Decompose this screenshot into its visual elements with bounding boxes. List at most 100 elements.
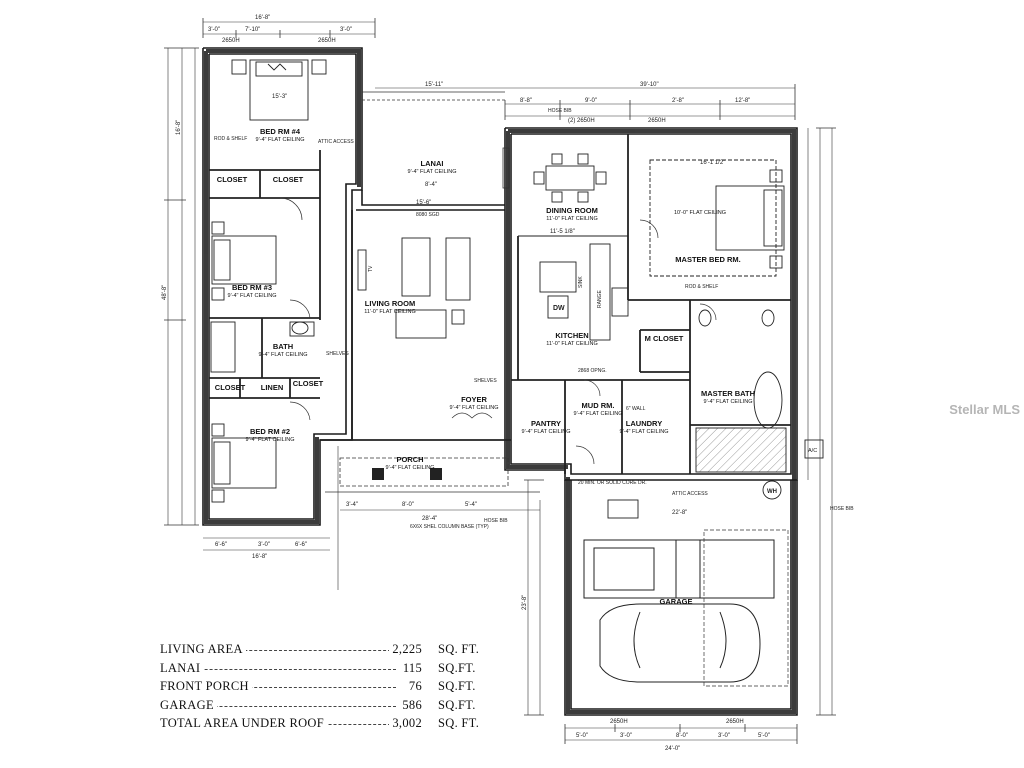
room-ceiling: 9'-4" FLAT CEILING <box>227 292 277 299</box>
bath-fixtures <box>210 309 787 473</box>
dim-right-b: 9'-0" <box>585 98 597 104</box>
room-ceiling: 9'-4" FLAT CEILING <box>407 168 457 175</box>
note-rod-shelf-1: ROD & SHELF <box>214 136 247 142</box>
room-name: BATH <box>272 342 294 351</box>
dim-right-a: 8'-8" <box>520 98 532 104</box>
dim-garage-depth: 23'-8" <box>522 595 528 610</box>
dim-top-left-total: 16'-8" <box>255 15 270 21</box>
dining-table <box>533 153 607 203</box>
note-attic-access: ATTIC ACCESS <box>318 139 354 145</box>
room-pantry: PANTRY 9'-4" FLAT CEILING <box>521 419 571 435</box>
dim-master-width: 16'-1 1/2" <box>700 160 725 166</box>
area-value: 115 <box>399 660 422 676</box>
room-name: MUD RM. <box>581 401 615 410</box>
area-unit: SQ.FT. <box>438 679 476 693</box>
room-ceiling: 9'-4" FLAT CEILING <box>245 436 295 443</box>
room-ceiling: 10'-0" FLAT CEILING <box>673 210 727 216</box>
note-hose-bib-1: HOSE BIB <box>548 108 572 114</box>
room-porch: PORCH 9'-4" FLAT CEILING <box>386 455 435 471</box>
porch-outline <box>325 457 540 493</box>
note-tv: TV <box>368 265 374 272</box>
room-bed-2: BED RM #2 9'-4" FLAT CEILING <box>245 427 295 443</box>
room-name: LANAI <box>420 159 444 168</box>
room-ceiling: 9'-4" FLAT CEILING <box>619 428 669 435</box>
dim-dining-width: 11'-5 1/8" <box>550 229 575 235</box>
room-laundry: LAUNDRY 9'-4" FLAT CEILING <box>619 419 669 435</box>
room-living: LIVING ROOM 11'-0" FLAT CEILING <box>364 299 416 315</box>
room-kitchen: KITCHEN 11'-0" FLAT CEILING <box>546 331 598 347</box>
dim-top-left-c: 3'-0" <box>340 27 352 33</box>
area-unit: SQ.FT. <box>438 697 476 712</box>
area-leader <box>160 687 396 688</box>
room-bed-4: BED RM #4 9'-4" FLAT CEILING <box>255 127 305 143</box>
lanai-outline <box>362 91 510 189</box>
room-name: MASTER BATH <box>700 389 756 398</box>
dim-bottom-left-c: 6'-6" <box>295 542 307 548</box>
note-range: RANGE <box>597 290 603 308</box>
dim-left-vert-total: 48'-8" <box>162 285 168 300</box>
notes-text: ATTIC ACCESS ATTIC ACCESS HOSE BIB HOSE … <box>214 108 854 530</box>
note-shelves-1: SHELVES <box>326 351 349 357</box>
room-dining: DINING ROOM 11'-0" FLAT CEILING <box>546 206 598 222</box>
garage-car <box>599 603 761 683</box>
note-dw: DW <box>553 305 565 312</box>
room-name: PANTRY <box>530 419 561 428</box>
dimension-text: 16'-8" 7'-10" 3'-0" 3'-0" 2650H 2650H 15… <box>162 15 770 752</box>
room-ceiling: 11'-0" FLAT CEILING <box>546 340 598 347</box>
room-name: MASTER BED RM. <box>675 255 741 264</box>
dim-garage-d: 3'-0" <box>718 733 730 739</box>
dim-garage-a: 5'-0" <box>576 733 588 739</box>
dim-garage-win-2: 2650H <box>726 719 744 725</box>
area-value: 2,225 <box>389 642 422 657</box>
note-hose-bib-2: HOSE BIB <box>484 518 508 524</box>
room-name: CLOSET <box>292 379 324 388</box>
note-attic-access-2: ATTIC ACCESS <box>672 491 708 497</box>
room-name: BED RM #2 <box>249 427 291 436</box>
area-label: FRONT PORCH <box>160 679 252 694</box>
bed-3-furniture <box>211 221 277 301</box>
area-label: GARAGE <box>160 697 217 713</box>
room-name: BED RM #4 <box>259 127 301 136</box>
dim-right-total: 39'-10" <box>640 82 659 88</box>
area-label: TOTAL AREA UNDER ROOF <box>160 716 327 731</box>
room-foyer: FOYER 9'-4" FLAT CEILING <box>450 395 499 411</box>
note-wall: 6" WALL <box>626 406 646 412</box>
living-furniture <box>357 237 471 339</box>
room-name: BED RM #3 <box>231 283 273 292</box>
dim-left-vert-a: 16'-8" <box>176 120 182 135</box>
dim-porch-a: 3'-4" <box>346 502 358 508</box>
area-label: LANAI <box>160 660 204 676</box>
area-row: FRONT PORCH 76 SQ.FT. <box>160 679 480 698</box>
room-lanai: LANAI 9'-4" FLAT CEILING <box>407 159 457 175</box>
dim-bottom-left-a: 6'-6" <box>215 542 227 548</box>
dim-right-win: (2) 2650H <box>568 118 595 124</box>
note-ac: A/C <box>808 448 817 454</box>
area-value: 3,002 <box>389 716 422 731</box>
room-ceiling: 9'-4" FLAT CEILING <box>521 428 571 435</box>
note-rod-shelf-2: ROD & SHELF <box>685 284 718 290</box>
bed-4-furniture <box>231 59 327 121</box>
dim-garage-b: 3'-0" <box>620 733 632 739</box>
bed-2-furniture <box>211 423 277 503</box>
dim-top-left-b: 3'-0" <box>208 27 220 33</box>
room-linen: LINEN <box>261 383 284 393</box>
room-ceiling: 9'-4" FLAT CEILING <box>255 136 305 143</box>
area-label: LIVING AREA <box>160 642 246 657</box>
garage-storage-outline <box>703 529 789 687</box>
room-ceiling: 9'-4" FLAT CEILING <box>258 351 308 358</box>
room-garage: GARAGE <box>660 597 693 607</box>
room-master-bed-ceiling: 10'-0" FLAT CEILING <box>674 210 726 216</box>
room-master-closet: M CLOSET <box>645 334 684 344</box>
dimension-ticks <box>164 18 836 744</box>
note-column: 6X6X SHEL COLUMN BASE (TYP) <box>410 524 489 530</box>
room-name: CLOSET <box>216 175 248 184</box>
area-value: 76 <box>405 679 422 694</box>
dim-right-d: 2'-8" <box>672 98 684 104</box>
room-ceiling: 9'-4" FLAT CEILING <box>573 410 623 417</box>
room-master-bath: MASTER BATH 9'-4" FLAT CEILING <box>700 389 756 405</box>
dim-bottom-left-b: 3'-0" <box>258 542 270 548</box>
dim-porch-b: 8'-0" <box>402 502 414 508</box>
